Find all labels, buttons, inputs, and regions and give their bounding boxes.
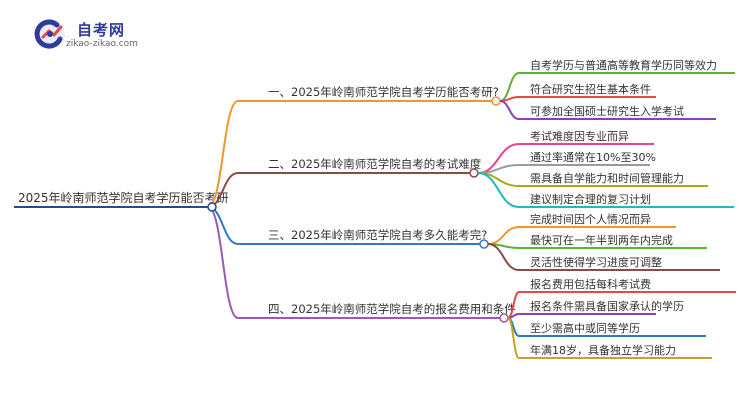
brand-logo[interactable]: 自考网 zikao-zikao.com [33,17,163,53]
leaf-label-2-3[interactable]: 需具备自学能力和时间管理能力 [530,171,684,185]
leaf-connector-4-4 [507,317,712,359]
root-node-label: 2025年岭南师范学院自考学历能否考研 [18,190,229,205]
leaf-connector-2-4 [477,172,734,208]
branch-label-3[interactable]: 三、2025年岭南师范学院自考多久能考完? [268,228,487,242]
branch-label-1[interactable]: 一、2025年岭南师范学院自考学历能否考研? [268,85,499,99]
branch-connector-2 [207,172,470,208]
branch-label-2[interactable]: 二、2025年岭南师范学院自考的考试难度 [268,157,482,171]
leaf-label-4-4[interactable]: 年满18岁，具备独立学习能力 [530,343,676,357]
leaf-label-3-2[interactable]: 最快可在一年半到两年内完成 [530,233,673,247]
brand-url: zikao-zikao.com [66,39,138,49]
leaf-label-2-4[interactable]: 建议制定合理的复习计划 [530,192,651,206]
leaf-connector-3-3 [487,243,720,271]
logo-icon [34,19,65,49]
branch-node-2[interactable] [469,168,479,178]
root-node[interactable] [207,202,217,212]
leaf-connector-4-2 [507,313,656,319]
leaf-label-4-2[interactable]: 报名条件需具备国家承认的学历 [530,299,684,313]
leaf-label-1-2[interactable]: 符合研究生招生基本条件 [530,82,651,96]
leaf-connector-1-3 [499,100,716,120]
leaf-label-4-3[interactable]: 至少需高中或同等学历 [530,321,640,335]
leaf-label-3-1[interactable]: 完成时间因个人情况而异 [530,212,651,226]
branch-node-3[interactable] [479,239,489,249]
leaf-connector-1-2 [499,96,656,102]
branch-connector-1 [207,100,492,208]
branch-node-4[interactable] [499,313,509,323]
leaf-label-3-3[interactable]: 灵活性使得学习进度可调整 [530,255,662,269]
leaf-label-1-1[interactable]: 自考学历与普通高等教育学历同等效力 [530,58,717,72]
leaf-label-4-1[interactable]: 报名费用包括每科考试费 [530,277,651,291]
leaf-label-1-3[interactable]: 可参加全国硕士研究生入学考试 [530,104,684,118]
leaf-label-2-1[interactable]: 考试难度因专业而异 [530,129,629,143]
branch-connector-4 [207,206,500,319]
leaf-label-2-2[interactable]: 通过率通常在10%至30% [530,150,656,164]
branch-label-4[interactable]: 四、2025年岭南师范学院自考的报名费用和条件 [268,302,516,316]
brand-name: 自考网 [77,21,126,39]
branch-node-1[interactable] [491,96,501,106]
